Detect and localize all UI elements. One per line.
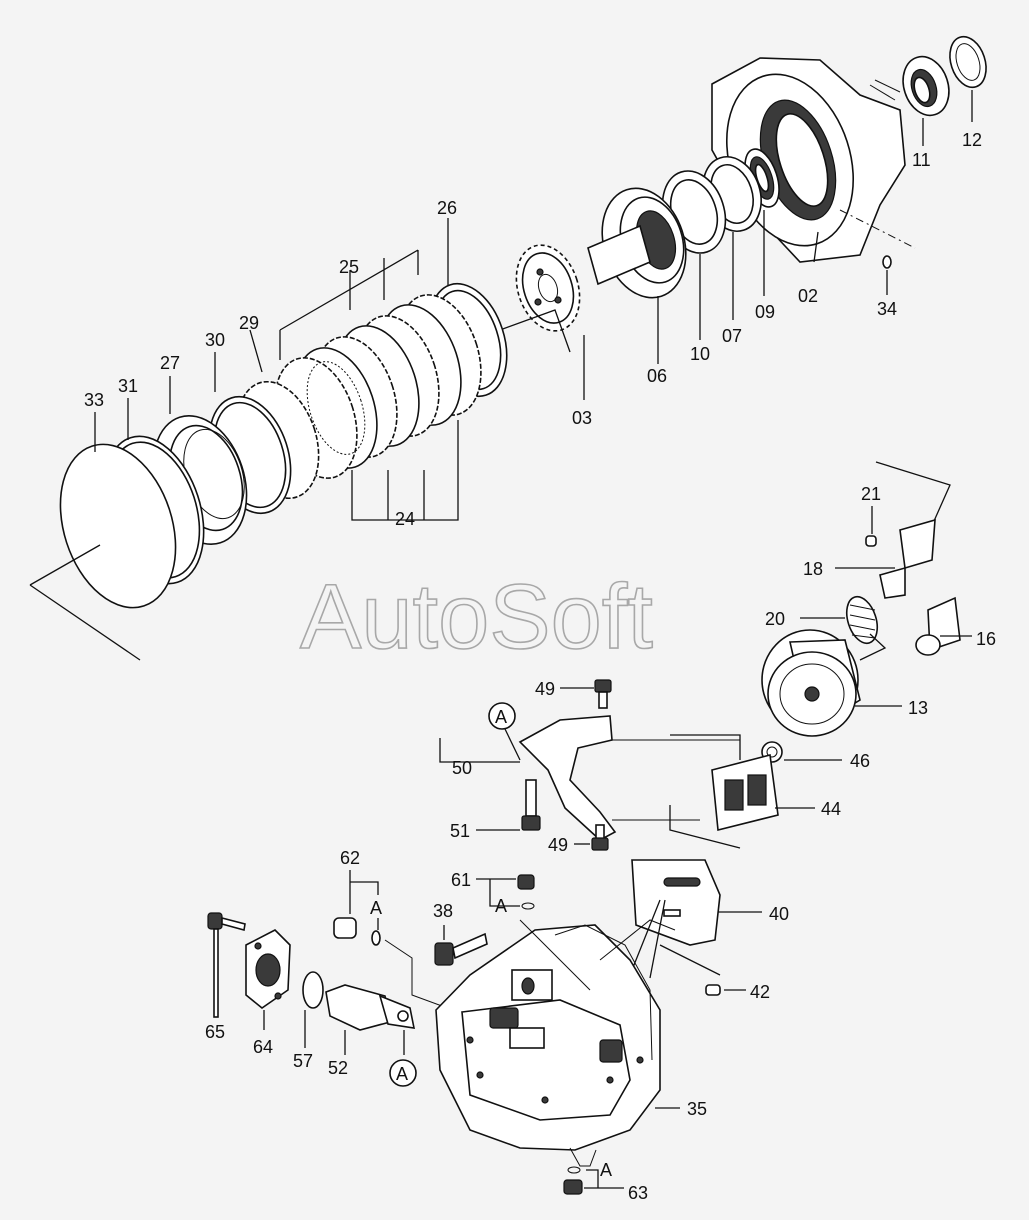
part-49-bolt-bottom [574, 824, 609, 851]
label-12: 12 [962, 130, 982, 150]
lower-assembly [207, 859, 762, 1195]
label-51: 51 [450, 821, 470, 841]
part-46-bushing [761, 741, 842, 763]
part-21-pin [865, 506, 877, 547]
label-65: 65 [205, 1022, 225, 1042]
label-24: 24 [395, 509, 415, 529]
part-38-bolt [434, 925, 488, 966]
label-62: 62 [340, 848, 360, 868]
label-27: 27 [160, 353, 180, 373]
label-49-bottom: 49 [548, 835, 568, 855]
part-49-bolt-top [560, 679, 612, 709]
part-12-snap-ring [949, 35, 987, 122]
label-34: 34 [877, 299, 897, 319]
label-50: 50 [452, 758, 472, 778]
label-06: 06 [647, 366, 667, 386]
part-52-shaft [325, 984, 416, 1055]
label-13: 13 [908, 698, 928, 718]
part-16-plug [915, 596, 972, 656]
part-64-flange [245, 929, 291, 1030]
label-25: 25 [339, 257, 359, 277]
part-13-cylinder-block [761, 629, 902, 737]
label-42: 42 [750, 982, 770, 1002]
part-number-labels: 02 03 06 07 09 10 11 12 13 16 18 20 21 2… [84, 130, 996, 1203]
label-20: 20 [765, 609, 785, 629]
ref-marker-a-63: A [600, 1160, 612, 1180]
yoke-group [439, 679, 740, 851]
label-57: 57 [293, 1051, 313, 1071]
part-03-gear-shaft [499, 224, 651, 400]
label-63: 63 [628, 1183, 648, 1203]
label-52: 52 [328, 1058, 348, 1078]
part-63-plug [563, 1166, 624, 1195]
label-11: 11 [912, 150, 931, 170]
svg-text:A: A [370, 898, 382, 918]
part-51-bolt [476, 779, 541, 831]
label-61: 61 [451, 870, 471, 890]
part-33-ring [29, 412, 177, 661]
part-34-o-ring [882, 255, 892, 295]
valve-group [669, 461, 972, 849]
ref-marker-a-52: A [389, 1059, 417, 1087]
svg-text:A: A [396, 1064, 408, 1084]
label-49-top: 49 [535, 679, 555, 699]
label-07: 07 [722, 326, 742, 346]
label-16: 16 [976, 629, 996, 649]
label-02: 02 [798, 286, 818, 306]
part-50-swash-yoke [439, 715, 740, 841]
part-20-spring [800, 595, 879, 645]
label-21: 21 [861, 484, 881, 504]
label-40: 40 [769, 904, 789, 924]
label-35: 35 [687, 1099, 707, 1119]
part-40-plate [629, 859, 762, 979]
ref-marker-a-62: A [370, 898, 382, 918]
label-29: 29 [239, 313, 259, 333]
label-38: 38 [433, 901, 453, 921]
label-18: 18 [803, 559, 823, 579]
label-33: 33 [84, 390, 104, 410]
part-42-pin [659, 944, 746, 996]
svg-text:A: A [600, 1160, 612, 1180]
ref-marker-a-61: A [495, 896, 507, 916]
label-03: 03 [572, 408, 592, 428]
part-44-valve-plate [669, 734, 815, 849]
part-61-plug [476, 874, 535, 910]
label-30: 30 [205, 330, 225, 350]
part-65-bolt [207, 912, 246, 1018]
label-31: 31 [118, 376, 138, 396]
label-44: 44 [821, 799, 841, 819]
label-10: 10 [690, 344, 710, 364]
part-35-casing [435, 919, 680, 1167]
part-18-spool [835, 518, 936, 599]
part-11-seal [902, 55, 950, 146]
label-09: 09 [755, 302, 775, 322]
label-26: 26 [437, 198, 457, 218]
watermark: AutoSoft [300, 566, 653, 668]
label-46: 46 [850, 751, 870, 771]
upper-assembly [29, 35, 987, 661]
part-57-o-ring [302, 971, 324, 1048]
ref-marker-a-yoke: A [488, 702, 521, 761]
label-64: 64 [253, 1037, 273, 1057]
svg-text:A: A [495, 707, 507, 727]
svg-text:A: A [495, 896, 507, 916]
